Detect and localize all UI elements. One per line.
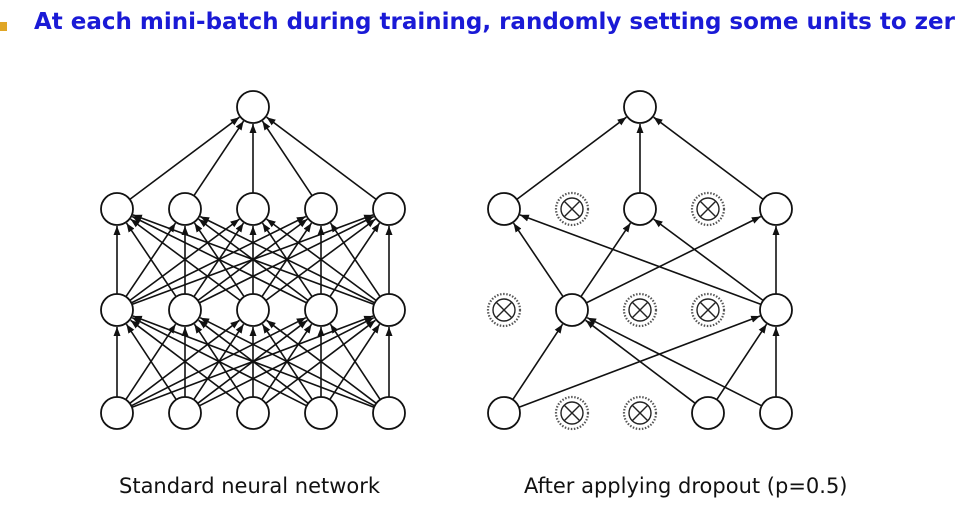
active-unit [236,293,270,327]
dropout-network-caption: After applying dropout (p=0.5) [524,474,848,498]
bullet-marker [0,22,7,31]
active-unit [555,293,589,327]
active-unit [759,396,793,430]
connection-arrow [580,222,632,298]
active-unit [759,192,793,226]
dropped-unit [690,191,726,227]
active-unit [372,293,406,327]
active-unit [487,192,521,226]
active-unit [100,293,134,327]
active-unit [372,396,406,430]
connection-arrow [266,218,377,302]
connection-arrow [130,319,241,404]
connection-arrow [266,116,377,201]
dropped-unit [486,292,522,328]
connection-arrow [512,323,564,401]
active-unit [304,396,338,430]
dropout-network [486,90,793,431]
connection-arrow [199,316,376,407]
active-unit [623,192,657,226]
connection-arrow [131,215,308,304]
connection-arrow [512,222,564,298]
connection-arrow [519,214,762,306]
connection-arrow [586,316,763,407]
active-unit [304,192,338,226]
active-unit [168,192,202,226]
connection-arrow [129,116,240,201]
active-unit [691,396,725,430]
active-unit [100,396,134,430]
connection-arrow [329,222,381,298]
units [486,90,793,431]
connections [512,116,780,409]
active-unit [236,90,270,124]
connection-arrow [516,116,627,201]
connection-arrow [125,222,177,298]
active-unit [168,293,202,327]
connection-arrow [585,319,696,404]
dropped-unit [690,292,726,328]
connection-arrow [131,316,308,407]
connections [113,116,393,409]
active-unit [304,293,338,327]
active-unit [487,396,521,430]
connection-arrow [130,218,241,302]
dropped-unit [622,292,658,328]
dropped-unit [622,395,658,431]
connection-arrow [125,323,177,401]
connection-arrow [132,315,375,409]
dropped-unit [554,191,590,227]
connection-arrow [266,319,377,404]
active-unit [759,293,793,327]
standard-network [100,90,406,430]
active-unit [168,396,202,430]
connection-arrow [261,120,313,197]
connection-arrow [653,218,764,302]
slide-title: At each mini-batch during training, rand… [34,9,956,35]
connection-arrow [585,215,762,304]
connection-arrow [199,215,376,304]
active-unit [623,90,657,124]
standard-network-caption: Standard neural network [119,474,381,498]
active-unit [372,192,406,226]
connection-arrow [193,120,245,197]
active-unit [100,192,134,226]
connection-arrow [329,323,381,401]
dropped-unit [554,395,590,431]
connection-arrow [716,323,768,401]
units [100,90,406,430]
connection-arrow [132,214,375,306]
connection-arrow [653,116,764,201]
active-unit [236,396,270,430]
active-unit [236,192,270,226]
